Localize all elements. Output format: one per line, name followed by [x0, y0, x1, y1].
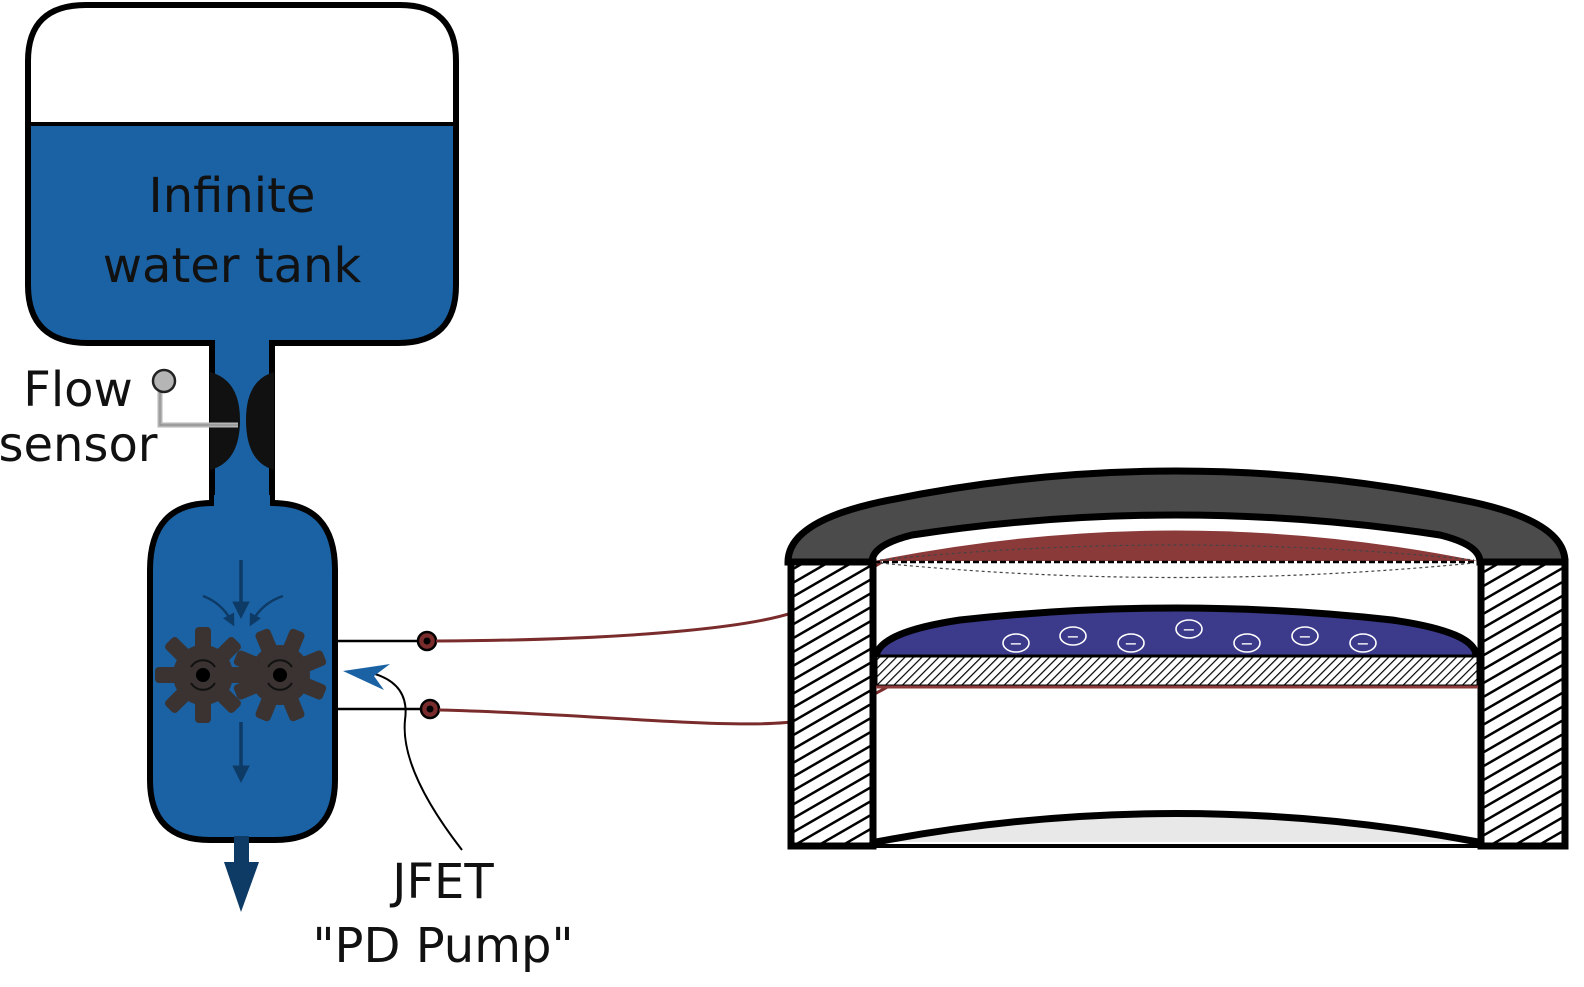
svg-text:−: −	[1124, 634, 1137, 653]
svg-text:−: −	[1356, 634, 1369, 653]
base-plate	[874, 654, 1480, 688]
charge: −	[1175, 619, 1203, 639]
sensor-knob	[151, 368, 177, 394]
svg-text:−: −	[1066, 627, 1079, 646]
terminal-top	[416, 630, 438, 652]
detector: − − − − − − −	[784, 467, 1569, 850]
sensor-label-line2: sensor	[0, 417, 158, 473]
charge: −	[1002, 633, 1030, 653]
tank-outline	[25, 1, 459, 346]
jfet-pointer: JFET "PD Pump"	[312, 664, 574, 974]
terminal-bottom	[419, 698, 441, 720]
svg-text:−: −	[1240, 634, 1253, 653]
pump-chamber	[147, 495, 338, 843]
flow-arrow-curve-right	[249, 594, 284, 627]
gear-right	[233, 628, 327, 722]
water-tank: Infinite water tank	[25, 1, 459, 346]
svg-text:−: −	[1298, 627, 1311, 646]
charge: −	[1059, 626, 1087, 646]
charge: −	[1117, 633, 1145, 653]
jfet-label-line1: JFET	[389, 854, 494, 910]
charge: −	[1349, 633, 1377, 653]
sensor-label-line1: Flow	[23, 362, 133, 418]
outflow-arrow	[224, 836, 259, 912]
flow-arrow-curve-left	[202, 594, 235, 627]
detector-dome	[784, 467, 1569, 566]
sensor-clamp-right	[246, 372, 274, 470]
gear-left	[155, 627, 251, 723]
tank-water	[30, 125, 456, 343]
tank-label-line1: Infinite	[149, 168, 316, 224]
charge: −	[1291, 626, 1319, 646]
sensor-clamp-left	[210, 372, 240, 470]
charges: − − − − − − −	[1002, 619, 1377, 653]
flow-sensor: Flow sensor	[0, 362, 274, 473]
tank-label-line2: water tank	[103, 238, 362, 294]
wall-right	[1477, 558, 1569, 850]
svg-text:−: −	[1182, 620, 1195, 639]
wall-left	[787, 558, 877, 850]
membrane	[874, 530, 1478, 561]
charge: −	[1233, 633, 1261, 653]
svg-text:−: −	[1009, 634, 1022, 653]
jfet-label-line2: "PD Pump"	[312, 918, 573, 974]
